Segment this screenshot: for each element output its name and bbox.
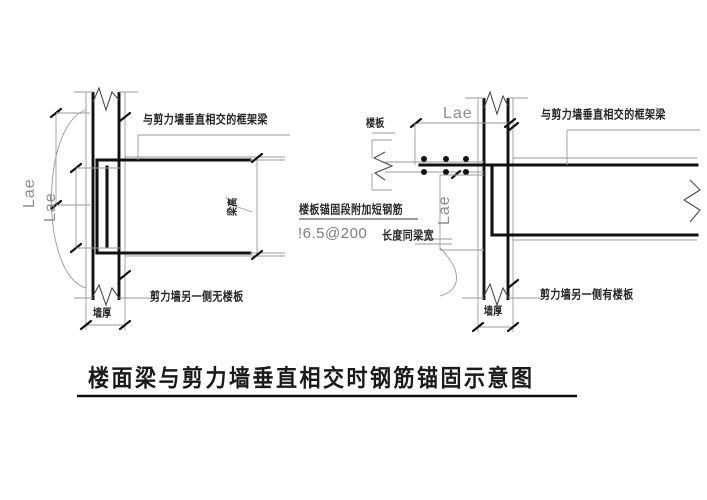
left-beam-depth-label: 梁高 [226,197,239,216]
left-anchor-upper-label: Lae [21,178,38,208]
left-wall-thickness-label: 墙厚 [93,306,112,319]
right-frame-beam-label: 与剪力墙垂直相交的框架梁 [541,108,666,122]
left-anchor-lower-label: Lae [42,192,59,222]
center-note-line1: 楼板锚固段附加短钢筋 [299,203,403,217]
left-frame-beam-label: 与剪力墙垂直相交的框架梁 [143,113,268,127]
center-note-spec: !6.5@200 [298,225,368,242]
right-has-slab-label: 剪力墙另一侧有楼板 [540,288,634,302]
right-wall-thickness-label: 墙厚 [484,304,503,317]
right-anchor-vertical-label: Lae [436,195,453,225]
center-note-rules [299,218,457,297]
center-note-length: 长度同梁宽 [382,229,434,243]
drawing-title: 楼面梁与剪力墙垂直相交时钢筋锚固示意图 [88,365,535,392]
right-detail-geometry [371,90,701,333]
left-detail-geometry [49,86,290,331]
left-no-slab-label: 剪力墙另一侧无楼板 [150,290,244,304]
right-anchor-horizontal-label: Lae [443,105,473,122]
right-slab-label: 楼板 [366,116,385,129]
